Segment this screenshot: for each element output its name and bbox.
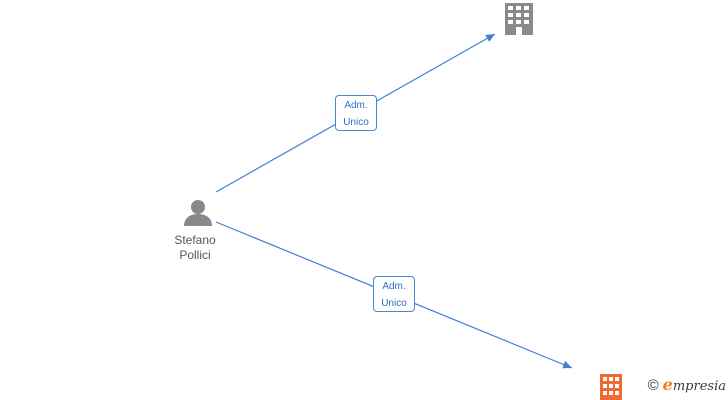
- edge-label-bottom-line2: Unico: [381, 298, 407, 309]
- edge-label-bottom-line1: Adm.: [382, 281, 406, 292]
- edge-label-bottom[interactable]: Adm. Unico: [373, 276, 415, 312]
- person-icon[interactable]: [184, 200, 212, 226]
- person-name-line2: Pollici: [179, 248, 211, 262]
- building-icon[interactable]: [600, 374, 622, 400]
- brand-logo-initial: e: [662, 375, 673, 394]
- brand-logo-rest: mpresia: [672, 379, 726, 394]
- building-icon[interactable]: [505, 3, 533, 35]
- edge-label-top[interactable]: Adm. Unico: [335, 95, 377, 131]
- brand-watermark: © empresia: [647, 375, 726, 397]
- person-name-line1: Stefano: [174, 233, 216, 247]
- edge-label-top-line2: Unico: [343, 117, 369, 128]
- person-name-label[interactable]: Stefano Pollici: [165, 233, 225, 263]
- brand-logo: empresia: [663, 375, 726, 397]
- edge-label-top-line1: Adm.: [344, 100, 368, 111]
- copyright-icon: ©: [647, 377, 659, 394]
